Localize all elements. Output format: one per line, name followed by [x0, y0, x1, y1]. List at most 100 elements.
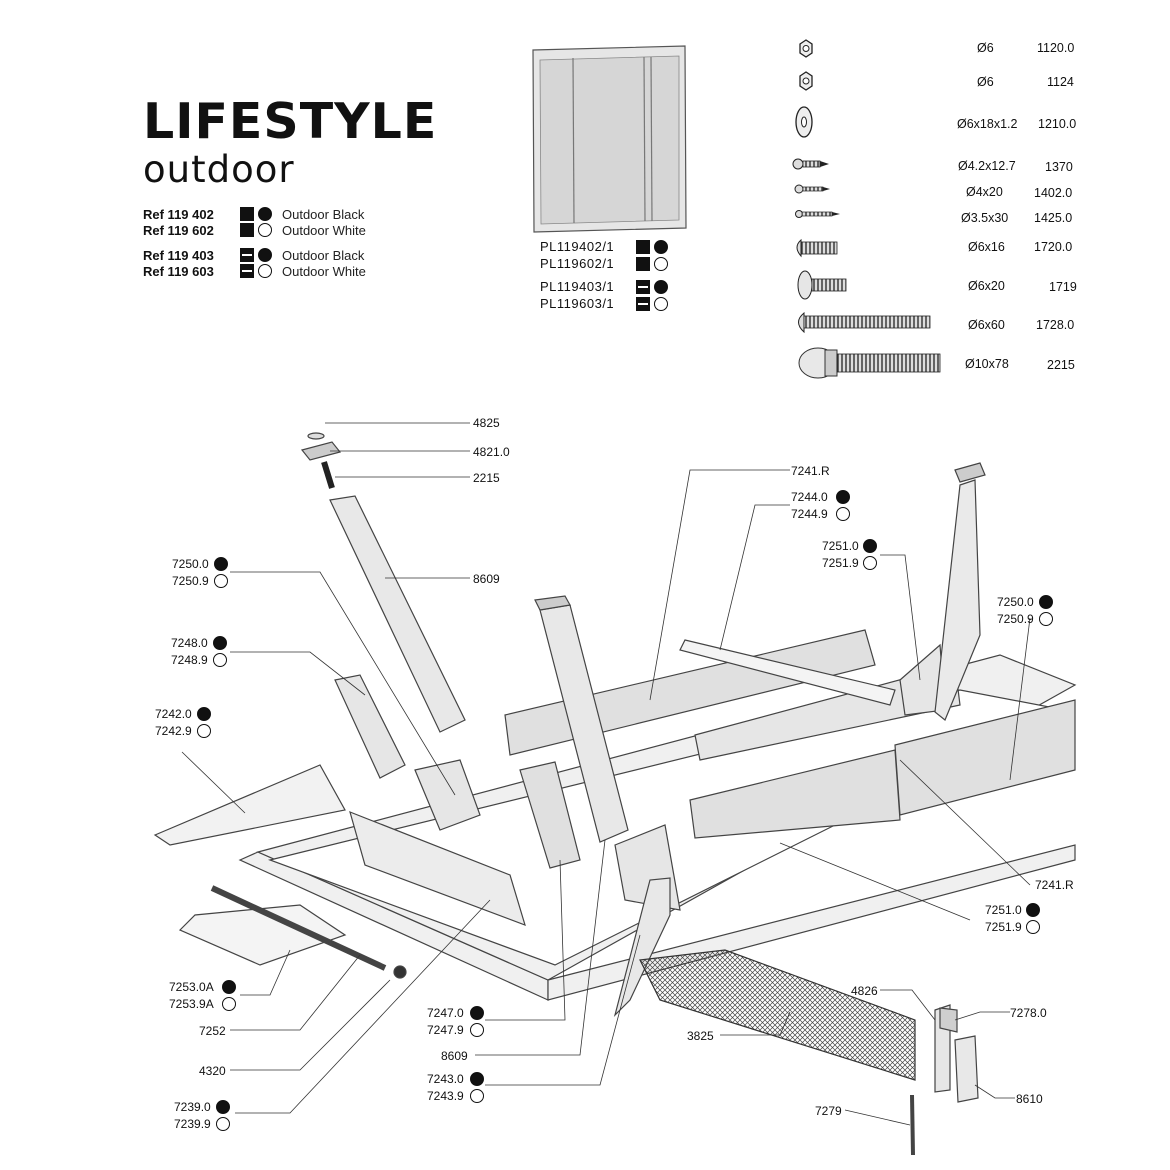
brand-title: LIFESTYLE — [143, 93, 438, 150]
part-label: 7278.0 — [1010, 1006, 1047, 1020]
filled-dot-icon — [258, 248, 272, 262]
screw-icon — [795, 210, 840, 218]
panel-code: PL119602/1 — [540, 256, 615, 271]
part-label: 7250.0 — [997, 595, 1034, 609]
part-label: 7279 — [815, 1104, 842, 1118]
part-label: 4821.0 — [473, 445, 510, 459]
ref-color: Outdoor Black — [282, 247, 365, 263]
panel-code: PL119402/1 — [540, 239, 615, 254]
part-label: 7251.9 — [985, 920, 1022, 934]
ref-color: Outdoor White — [282, 222, 366, 238]
lined-square-icon — [636, 279, 650, 294]
part-label: 7247.0 — [427, 1006, 464, 1020]
lined-square-icon — [240, 264, 254, 278]
panel-code-row: PL119602/1 — [540, 255, 668, 272]
part-label: 7248.0 — [171, 636, 208, 650]
open-dot-icon — [258, 223, 272, 237]
part-label: 8610 — [1016, 1092, 1043, 1106]
ref-row: Ref 119 402 Outdoor Black — [143, 206, 366, 222]
filled-dot-icon — [654, 239, 668, 254]
net-mesh — [639, 949, 916, 1081]
hardware-ref: 1720.0 — [1034, 240, 1073, 254]
leader-lines — [181, 422, 1031, 1126]
part-label: 8609 — [473, 572, 500, 586]
hardware-size: Ø6 — [977, 41, 994, 55]
part-label: 7247.9 — [427, 1023, 464, 1037]
hardware-size: Ø10x78 — [965, 357, 1009, 371]
solid-square-icon — [240, 223, 254, 237]
hardware-size: Ø6x20 — [968, 279, 1005, 293]
ref-code: Ref 119 403 — [143, 247, 214, 263]
part-label: 7241.R — [1035, 878, 1074, 892]
part-label: 7244.0 — [791, 490, 828, 504]
ref-code: Ref 119 603 — [143, 263, 214, 279]
hardware-ref: 1719 — [1049, 280, 1077, 294]
part-label: 7244.9 — [791, 507, 828, 521]
part-label: 7243.0 — [427, 1072, 464, 1086]
part-label: 8609 — [441, 1049, 468, 1063]
lock-nut-icon — [799, 71, 813, 91]
leveling-foot-bolt-icon — [798, 347, 941, 379]
part-dots — [197, 490, 1053, 1131]
ref-color: Outdoor Black — [282, 206, 365, 222]
nut-icon — [799, 39, 813, 58]
long-bolt-icon — [798, 311, 931, 334]
filled-dot-icon — [654, 279, 668, 294]
lined-square-icon — [636, 296, 650, 311]
part-label: 7239.0 — [174, 1100, 211, 1114]
part-label: 7251.0 — [985, 903, 1022, 917]
panel-code: PL119603/1 — [540, 296, 615, 311]
part-label: 7251.0 — [822, 539, 859, 553]
part-label: 4826 — [851, 984, 878, 998]
ref-row: Ref 119 603 Outdoor White — [143, 263, 366, 279]
part-label: 7252 — [199, 1024, 226, 1038]
bolt-icon — [796, 238, 838, 258]
brand-subtitle: outdoor — [143, 148, 295, 191]
ref-code: Ref 119 402 — [143, 206, 214, 222]
washer-icon — [795, 106, 813, 138]
solid-square-icon — [240, 207, 254, 221]
part-label: 7242.0 — [155, 707, 192, 721]
part-label: 2215 — [473, 471, 500, 485]
part-label: 7241.R — [791, 464, 830, 478]
panel-code-list: PL119402/1 PL119602/1 PL119403/1 PL11960… — [540, 238, 668, 312]
hardware-ref: 1728.0 — [1036, 318, 1075, 332]
hardware-ref: 1124 — [1047, 75, 1074, 89]
part-label: 4320 — [199, 1064, 226, 1078]
hardware-size: Ø6 — [977, 75, 994, 89]
part-label: 3825 — [687, 1029, 714, 1043]
bolt-icon — [797, 270, 847, 300]
part-label: 7250.9 — [172, 574, 209, 588]
solid-square-icon — [636, 239, 650, 254]
brand-logo: LIFESTYLE outdoor — [143, 96, 437, 190]
open-dot-icon — [258, 264, 272, 278]
part-label: 7239.9 — [174, 1117, 211, 1131]
panel-code-row: PL119403/1 — [540, 278, 668, 295]
hardware-size: Ø6x16 — [968, 240, 1005, 254]
part-label: 7248.9 — [171, 653, 208, 667]
lined-square-icon — [240, 248, 254, 262]
ref-row: Ref 119 602 Outdoor White — [143, 222, 366, 238]
open-dot-icon — [654, 296, 668, 311]
part-label: 7243.9 — [427, 1089, 464, 1103]
hardware-ref: 1425.0 — [1034, 211, 1073, 225]
hardware-ref: 2215 — [1047, 358, 1075, 372]
panel-code-row: PL119402/1 — [540, 238, 668, 255]
reference-list: Ref 119 402 Outdoor Black Ref 119 602 Ou… — [143, 206, 366, 279]
solid-square-icon — [636, 256, 650, 271]
short-screw-icon — [792, 158, 829, 170]
part-label: 7250.0 — [172, 557, 209, 571]
hardware-ref: 1370 — [1045, 160, 1073, 174]
part-label: 7242.9 — [155, 724, 192, 738]
filled-dot-icon — [258, 207, 272, 221]
hardware-size: Ø6x18x1.2 — [957, 117, 1018, 131]
hardware-ref: 1120.0 — [1037, 41, 1075, 55]
hardware-size: Ø4.2x12.7 — [958, 159, 1016, 173]
hardware-size: Ø4x20 — [966, 185, 1003, 199]
part-label: 7251.9 — [822, 556, 859, 570]
hardware-ref: 1210.0 — [1038, 117, 1077, 131]
open-dot-icon — [654, 256, 668, 271]
part-label: 4825 — [473, 416, 500, 430]
